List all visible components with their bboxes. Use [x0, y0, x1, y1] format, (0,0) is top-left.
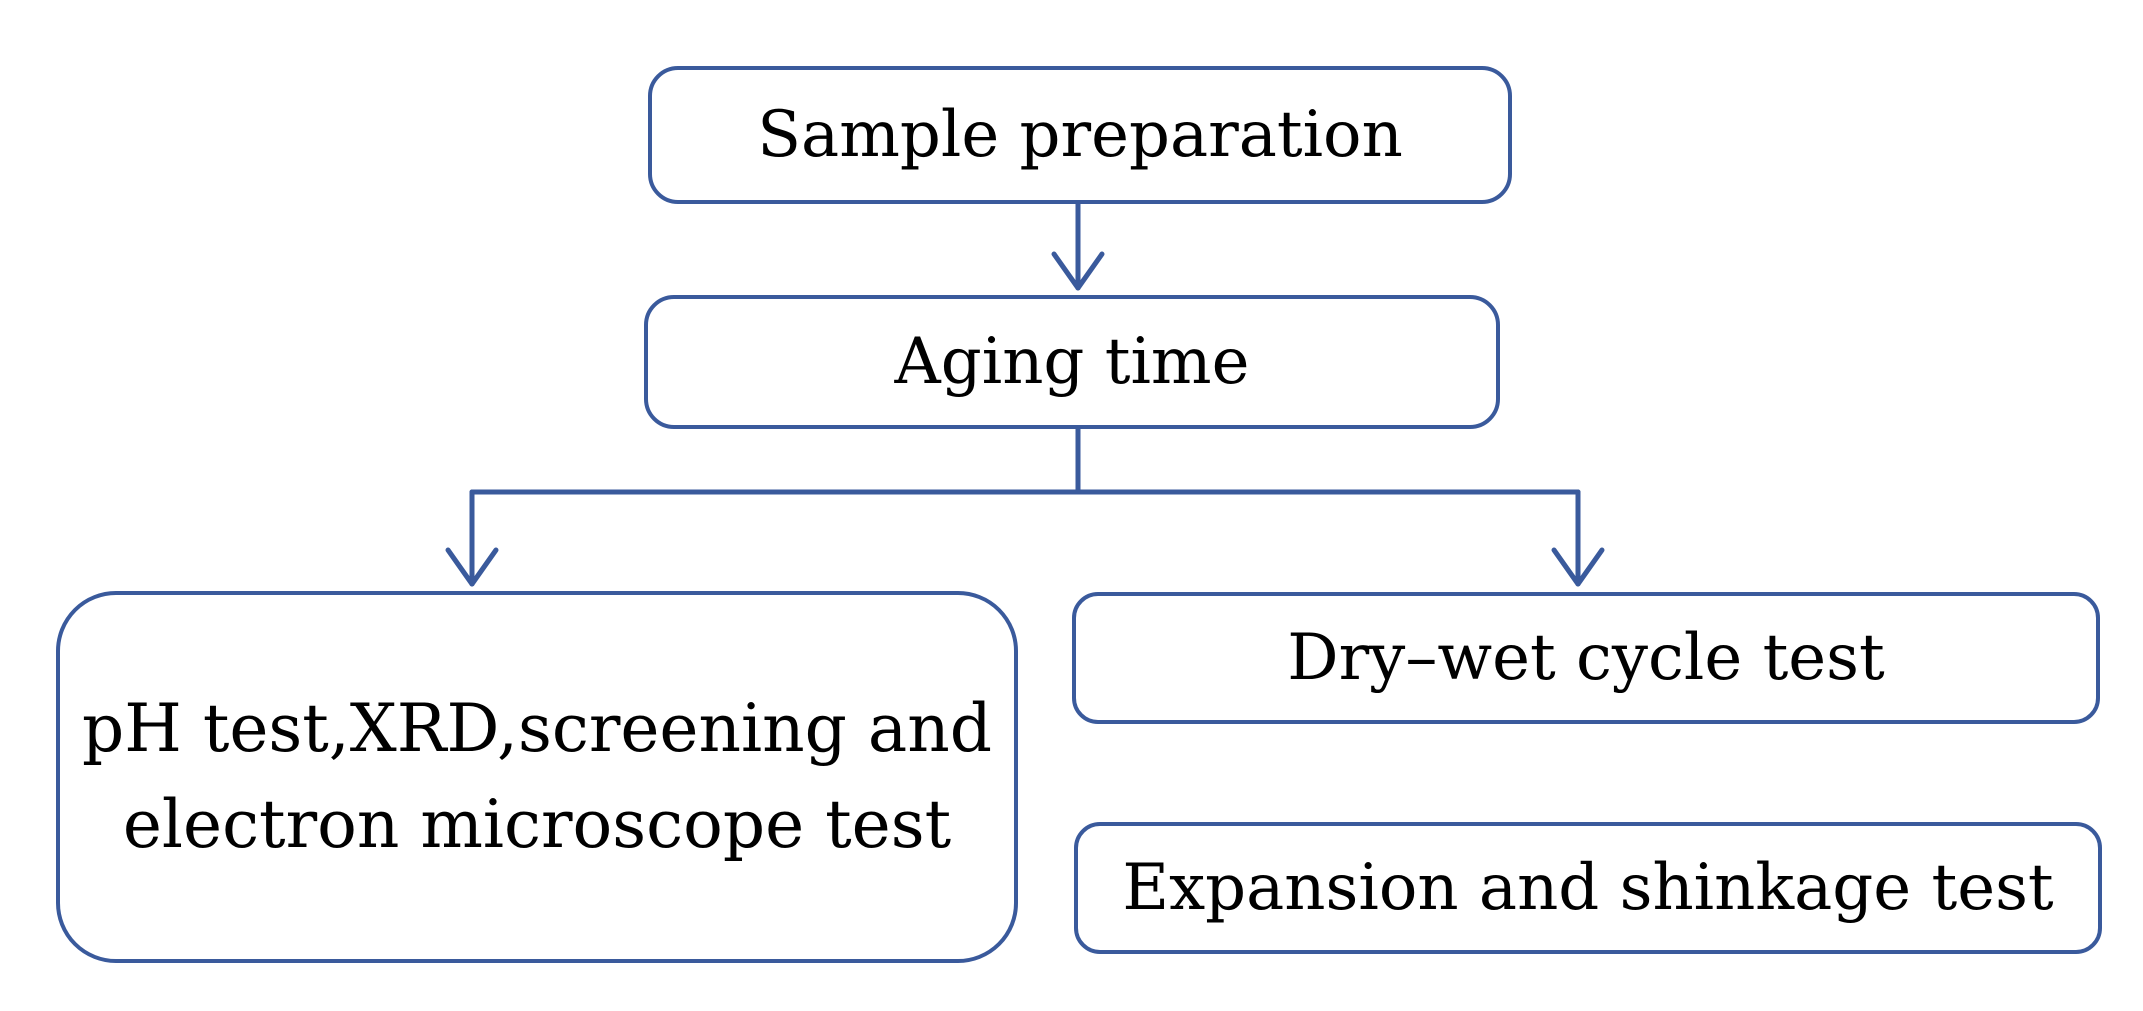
arrowhead-ph	[445, 547, 499, 587]
node-expansion-shrinkage-label: Expansion and shinkage test	[1122, 851, 2054, 925]
node-ph-test-label-line2: electron microscope test	[122, 786, 952, 863]
node-dry-wet-cycle-label: Dry–wet cycle test	[1287, 621, 1885, 695]
node-aging-time: Aging time	[644, 295, 1500, 429]
arrowhead-aging	[1051, 251, 1105, 291]
node-expansion-shrinkage: Expansion and shinkage test	[1074, 822, 2102, 954]
node-ph-test: pH test,XRD,screening and electron micro…	[56, 591, 1018, 963]
arrowhead-dry	[1551, 547, 1605, 587]
node-aging-time-label: Aging time	[894, 325, 1250, 399]
node-dry-wet-cycle: Dry–wet cycle test	[1072, 592, 2100, 724]
node-ph-test-label-line1: pH test,XRD,screening and	[82, 690, 992, 768]
node-sample-preparation: Sample preparation	[648, 66, 1512, 204]
node-sample-preparation-label: Sample preparation	[757, 98, 1403, 172]
